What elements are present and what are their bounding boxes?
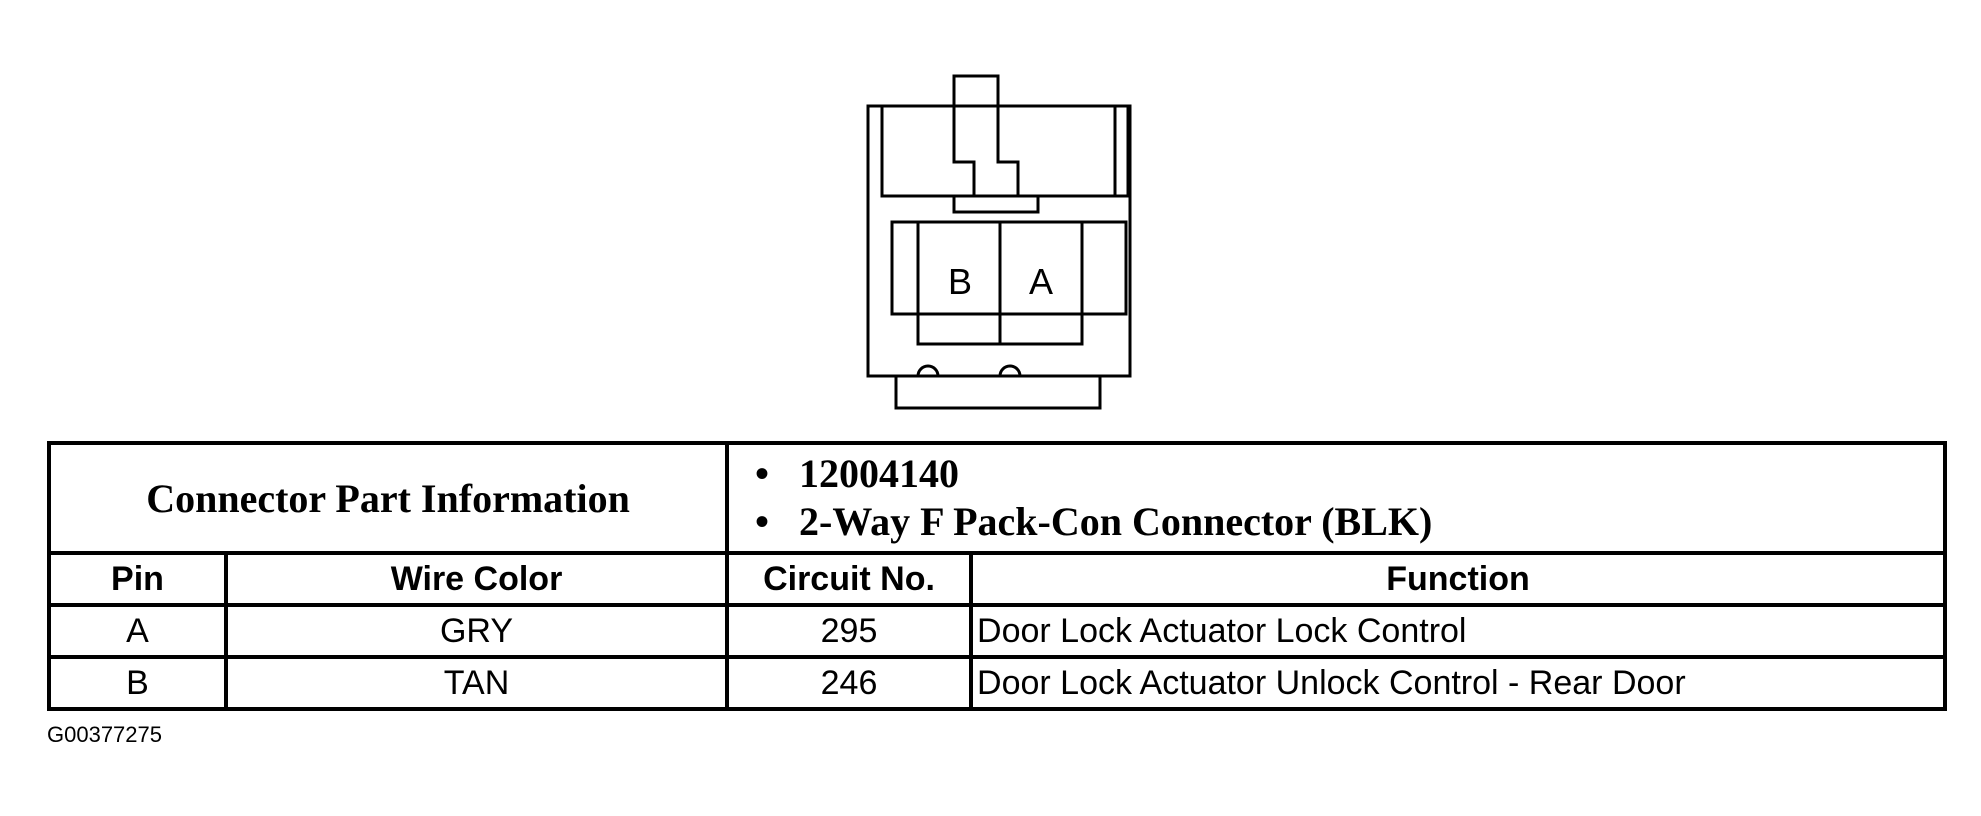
part-number: 12004140	[755, 450, 1941, 498]
function-cell: Door Lock Actuator Lock Control	[969, 603, 1948, 659]
cavity-label-a: A	[1029, 261, 1053, 302]
connector-face-drawing: B A	[866, 74, 1132, 410]
wire-color-cell: TAN	[223, 655, 730, 711]
table-row: A GRY 295 Door Lock Actuator Lock Contro…	[47, 603, 1948, 659]
info-row: Connector Part Information 12004140 2-Wa…	[46, 441, 1948, 555]
function-cell: Door Lock Actuator Unlock Control - Rear…	[969, 655, 1948, 711]
bump-right	[998, 364, 1022, 377]
cavity-label-b: B	[948, 261, 972, 302]
connector-part-info-details: 12004140 2-Way F Pack-Con Connector (BLK…	[725, 441, 1948, 555]
bump-left	[916, 364, 940, 377]
pin-cell: B	[47, 655, 228, 711]
header-function: Function	[969, 551, 1948, 607]
connector-table: Connector Part Information 12004140 2-Wa…	[46, 441, 1948, 711]
table-row: B TAN 246 Door Lock Actuator Unlock Cont…	[47, 655, 1948, 711]
circuit-no-cell: 295	[725, 603, 974, 659]
connector-part-info-title: Connector Part Information	[46, 441, 730, 555]
header-pin: Pin	[47, 551, 228, 607]
bottom-skirt	[894, 376, 1102, 410]
pin-cell: A	[47, 603, 228, 659]
connector-description: 2-Way F Pack-Con Connector (BLK)	[755, 498, 1941, 546]
header-row: Pin Wire Color Circuit No. Function	[47, 551, 1948, 607]
figure-id: G00377275	[47, 722, 162, 747]
circuit-no-cell: 246	[725, 655, 974, 711]
top-recess	[880, 106, 1130, 198]
terminal-block-outer	[890, 220, 1128, 316]
header-circuit-no: Circuit No.	[725, 551, 974, 607]
lock-tab	[952, 74, 1020, 196]
wire-color-cell: GRY	[223, 603, 730, 659]
header-wire-color: Wire Color	[223, 551, 730, 607]
lock-tab-stem	[952, 196, 1040, 214]
